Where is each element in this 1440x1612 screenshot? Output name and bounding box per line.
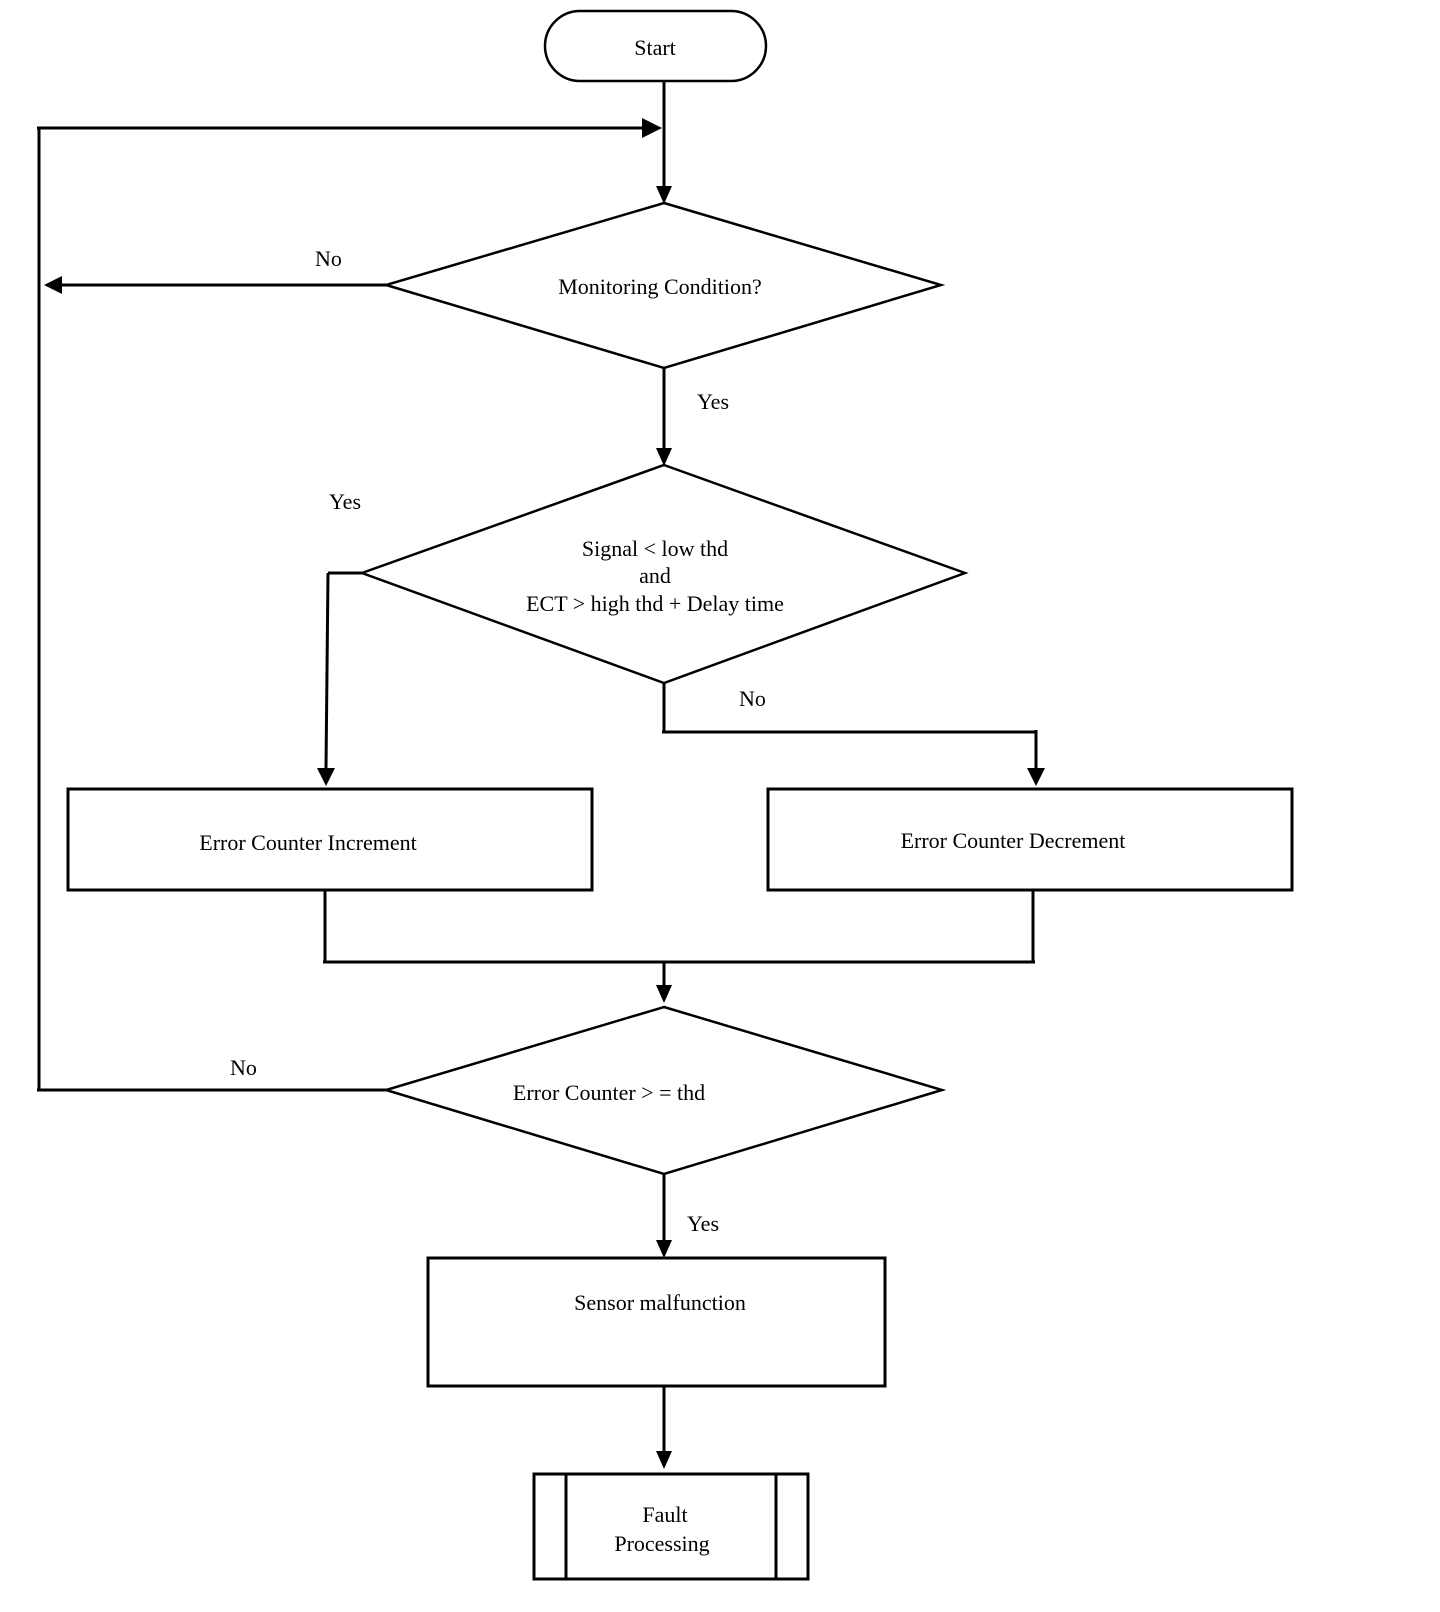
signal-yes-label: Yes — [329, 489, 361, 514]
signal-check-line-3: ECT > high thd + Delay time — [526, 591, 784, 616]
edge-threshold-yes: Yes — [656, 1174, 719, 1258]
edge-monitoring-no: No — [44, 246, 386, 294]
edge-malfunction-to-fault — [656, 1386, 672, 1469]
monitoring-no-label: No — [315, 246, 342, 271]
edge-threshold-no: No — [37, 1055, 386, 1092]
threshold-label: Error Counter > = thd — [513, 1080, 705, 1105]
start-label: Start — [634, 35, 676, 60]
edge-merge-to-threshold — [323, 890, 1035, 1003]
edge-monitoring-yes: Yes — [656, 368, 729, 466]
edge-signal-no: No — [662, 683, 1045, 786]
signal-check-decision: Signal < low thd and ECT > high thd + De… — [358, 463, 969, 685]
signal-check-line-1: Signal < low thd — [582, 536, 728, 561]
monitoring-yes-label: Yes — [697, 389, 729, 414]
error-counter-decrement-box: Error Counter Decrement — [766, 787, 1294, 892]
error-counter-increment-box: Error Counter Increment — [66, 787, 594, 892]
signal-check-line-2: and — [639, 563, 671, 588]
threshold-yes-label: Yes — [687, 1211, 719, 1236]
error-counter-decrement-label: Error Counter Decrement — [901, 828, 1126, 853]
threshold-decision: Error Counter > = thd — [381, 1005, 947, 1176]
fault-processing-line-2: Processing — [614, 1531, 709, 1556]
sensor-malfunction-label: Sensor malfunction — [574, 1290, 746, 1315]
fault-processing-line-1: Fault — [642, 1502, 687, 1527]
monitoring-condition-decision: Monitoring Condition? — [381, 201, 946, 370]
edge-start-to-monitoring — [656, 82, 672, 204]
signal-no-label: No — [739, 686, 766, 711]
monitoring-condition-label: Monitoring Condition? — [558, 274, 762, 299]
fault-processing-box: Fault Processing — [532, 1472, 810, 1581]
start-node: Start — [543, 9, 768, 83]
sensor-malfunction-box: Sensor malfunction — [426, 1256, 887, 1388]
error-counter-increment-label: Error Counter Increment — [199, 830, 416, 855]
threshold-no-label: No — [230, 1055, 257, 1080]
edge-feedback-loop — [37, 118, 662, 1090]
edge-signal-yes: Yes — [317, 489, 362, 786]
